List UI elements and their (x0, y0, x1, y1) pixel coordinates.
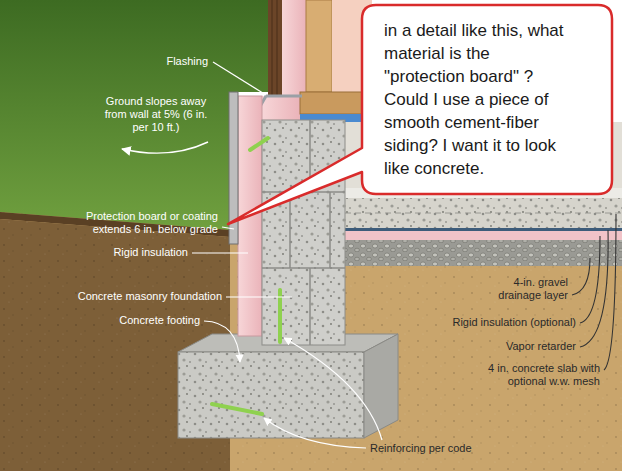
grass (0, 0, 268, 230)
concrete-footing (178, 352, 364, 438)
footing-aggregate (178, 352, 364, 438)
part-label: Rigid insulation (88, 246, 188, 259)
gravel-layer (345, 240, 622, 266)
slab-insulation (345, 231, 622, 240)
wall-stud (306, 0, 332, 92)
siding-line (277, 0, 278, 96)
label-slot: Rigid insulation (88, 246, 188, 259)
label-slot: Flashing (138, 55, 208, 68)
rebar (278, 290, 282, 342)
footing-side (364, 334, 398, 438)
flashing (258, 96, 302, 110)
siding-line (272, 0, 273, 96)
part-label: 4-in. gravel drainage layer (494, 276, 568, 302)
wall-insulation (282, 0, 306, 96)
leader-line (580, 230, 608, 347)
rebar (212, 404, 262, 414)
leader-line (192, 252, 248, 253)
label-slot: Concrete footing (100, 314, 200, 327)
label-slot: Ground slopes away from wall at 5% (6 in… (104, 95, 208, 134)
rebar (250, 138, 268, 150)
part-label: Ground slopes away from wall at 5% (6 in… (104, 95, 208, 134)
part-label: Concrete masonry foundation (57, 290, 222, 303)
mortar-joint (309, 268, 311, 345)
leader-line (264, 418, 366, 448)
label-slot: Concrete masonry foundation (57, 290, 222, 303)
label-slot: Reinforcing per code (370, 442, 505, 455)
leader-line (604, 214, 616, 370)
leader-line (222, 227, 234, 229)
bubble-text: in a detail like this, what material is … (384, 19, 574, 180)
leader-line (284, 338, 382, 440)
leader-line (580, 236, 600, 323)
mortar-joint (289, 192, 291, 268)
label-slot: 4 in. concrete slab with optional w.w. m… (480, 362, 600, 388)
leader-line (204, 321, 240, 362)
cmu-wall (262, 120, 345, 345)
concrete-slab (345, 198, 622, 228)
rim-insulation (262, 96, 300, 120)
part-label: Reinforcing per code (370, 442, 505, 455)
leader-line (226, 296, 292, 297)
part-label: Rigid insulation (optional) (436, 316, 576, 329)
cmu-aggregate (262, 120, 345, 345)
slope-arrow (122, 142, 208, 153)
label-slot: Protection board or coating extends 6 in… (76, 210, 218, 236)
leader-line (572, 258, 590, 295)
label-slot: Rigid insulation (optional) (436, 316, 576, 329)
gravel-texture (345, 240, 622, 266)
bubble-border (228, 5, 612, 224)
part-label: Flashing (138, 55, 208, 68)
part-label: Protection board or coating extends 6 in… (76, 210, 218, 236)
speech-bubble: in a detail like this, what material is … (362, 5, 612, 194)
part-label: 4 in. concrete slab with optional w.w. m… (480, 362, 600, 388)
label-slot: 4-in. gravel drainage layer (494, 276, 568, 302)
part-label: Vapor retarder (476, 340, 576, 353)
siding (268, 0, 282, 96)
vapor-retarder (345, 228, 622, 231)
part-label: Concrete footing (100, 314, 200, 327)
slab-aggregate (345, 198, 622, 228)
label-slot: Vapor retarder (476, 340, 576, 353)
mortar-joint (329, 192, 331, 268)
wire-mesh (345, 213, 622, 214)
leader-line (213, 62, 266, 95)
mortar-joint (262, 267, 345, 269)
